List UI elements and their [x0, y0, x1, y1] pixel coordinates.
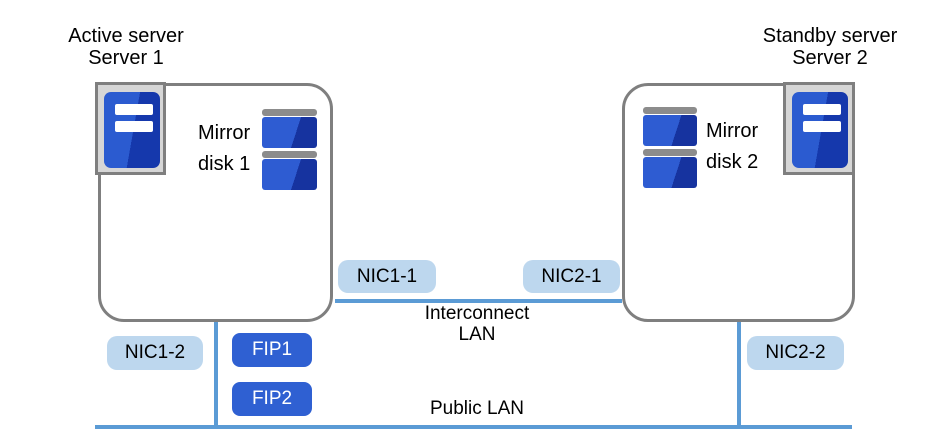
- server-tower-icon: [792, 92, 848, 168]
- mirror-disk2-label-line1: Mirror: [706, 120, 759, 142]
- disk-cap-icon: [643, 107, 697, 114]
- mirror-disk2-icon: [643, 107, 697, 191]
- badge-fip1: FIP1: [232, 333, 312, 367]
- server1-title-line2: Server 1: [88, 47, 164, 69]
- server2-icon: [783, 82, 855, 175]
- server1-title: Active server Server 1: [40, 25, 212, 69]
- mirror-disk1-label-line2: disk 1: [198, 153, 251, 175]
- interconnect-lan-label-line2: LAN: [458, 324, 496, 345]
- server2-public-link-line: [737, 322, 741, 426]
- disk-platter-icon: [262, 159, 317, 190]
- mirror-disk1-label-line1: Mirror: [198, 122, 251, 144]
- server2-title-line1: Standby server: [762, 25, 898, 47]
- server-tower-icon: [104, 92, 160, 168]
- public-lan-label: Public LAN: [430, 398, 524, 419]
- disk-cap-icon: [262, 109, 317, 116]
- interconnect-lan-label: Interconnect LAN: [397, 303, 557, 345]
- public-lan-line: [95, 425, 852, 429]
- disk-platter-icon: [262, 117, 317, 148]
- disk-platter-icon: [643, 115, 697, 146]
- badge-nic2-1: NIC2-1: [523, 260, 620, 293]
- server1-public-link-line: [214, 322, 218, 426]
- server-slot-icon: [803, 121, 841, 132]
- server1-icon: [95, 82, 166, 175]
- server-slot-icon: [115, 104, 153, 115]
- server2-title: Standby server Server 2: [744, 25, 916, 69]
- badge-fip2: FIP2: [232, 382, 312, 416]
- mirror-disk1-label: Mirror disk 1: [198, 118, 250, 180]
- server-slot-icon: [803, 104, 841, 115]
- server1-title-line1: Active server: [68, 25, 184, 47]
- interconnect-lan-line: [335, 299, 622, 303]
- mirror-disk1-icon: [262, 109, 317, 193]
- disk-cap-icon: [262, 151, 317, 158]
- interconnect-lan-label-line1: Interconnect: [424, 303, 530, 324]
- server2-title-line2: Server 2: [792, 47, 868, 69]
- mirror-disk2-label-line2: disk 2: [706, 151, 759, 173]
- disk-platter-icon: [643, 157, 697, 188]
- disk-cap-icon: [643, 149, 697, 156]
- badge-nic2-2: NIC2-2: [747, 336, 844, 370]
- server-slot-icon: [115, 121, 153, 132]
- badge-nic1-1: NIC1-1: [338, 260, 436, 293]
- badge-nic1-2: NIC1-2: [107, 336, 203, 370]
- mirror-disk2-label: Mirror disk 2: [706, 116, 758, 178]
